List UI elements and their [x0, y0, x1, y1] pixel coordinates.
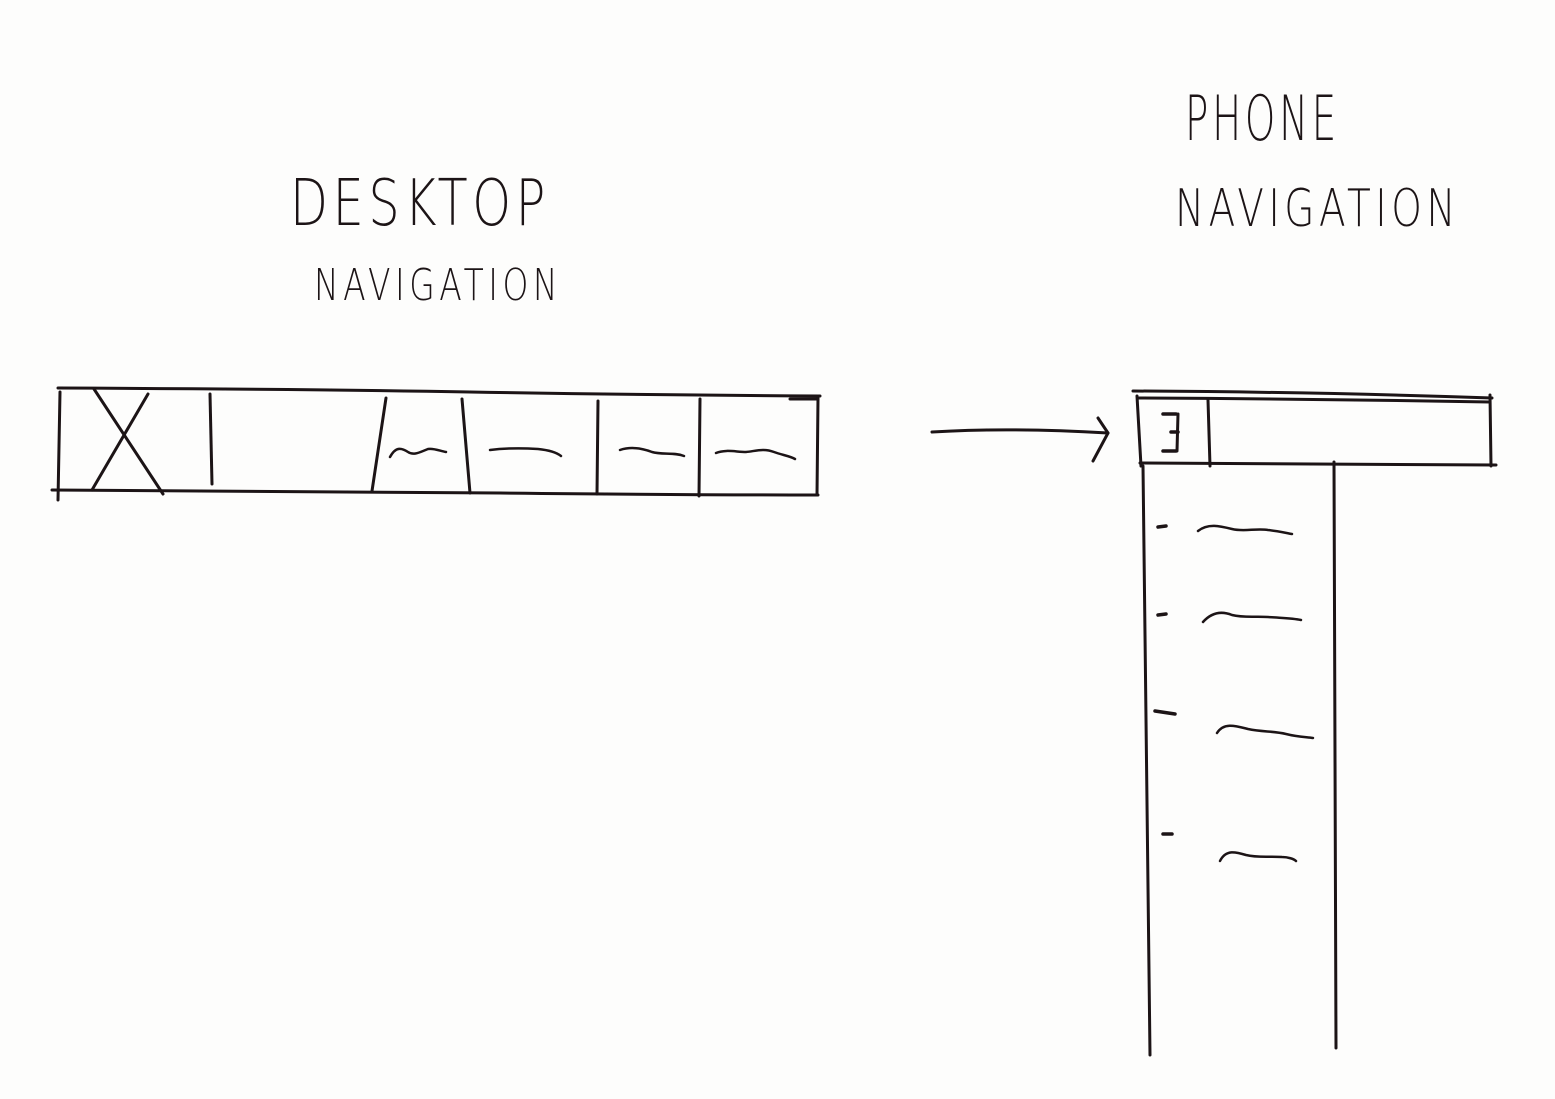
arrow-head — [1091, 416, 1110, 463]
nav-item-1[interactable] — [388, 447, 448, 459]
nav-item-3[interactable] — [618, 446, 686, 458]
phone-menu-item-3[interactable] — [1153, 709, 1315, 740]
x-icon — [90, 387, 165, 496]
nav-item-2-label — [488, 447, 563, 458]
phone-nav-bottom-edge — [1138, 461, 1498, 467]
menu-toggle-button[interactable] — [1161, 398, 1212, 468]
phone-menu-item-3-label — [1215, 724, 1315, 740]
nav-item-4[interactable] — [714, 448, 797, 461]
desktop-nav-top-edge — [56, 386, 822, 398]
nav-item-3-label — [618, 446, 686, 458]
phone-menu-item-3-bullet — [1153, 709, 1177, 716]
menu-toggle-divider — [1206, 398, 1212, 468]
dropdown-right-edge — [1332, 460, 1338, 1050]
phone-nav-top-edge — [1131, 389, 1494, 400]
phone-menu-item-2[interactable] — [1156, 611, 1303, 624]
phone-menu-item-4[interactable] — [1161, 832, 1298, 863]
phone-nav-bar — [1131, 389, 1498, 468]
phone-menu-item-1-bullet — [1156, 524, 1168, 529]
desktop-nav-left-edge — [56, 390, 62, 502]
phone-title-line2: NAVIGATION — [1175, 179, 1460, 239]
nav-item-divider-2 — [460, 397, 472, 495]
desktop-title-line2: NAVIGATION — [314, 260, 562, 311]
phone-nav-inner-top-edge — [1136, 396, 1492, 404]
desktop-title-line1: DESKTOP — [290, 167, 550, 241]
desktop-nav-right-edge — [815, 396, 820, 497]
phone-menu-item-4-label — [1218, 851, 1298, 863]
arrow-right-icon — [930, 416, 1110, 463]
nav-item-divider-4 — [697, 397, 702, 498]
nav-item-4-label — [714, 448, 797, 461]
desktop-nav-bar — [50, 386, 822, 502]
nav-item-divider-1 — [370, 396, 388, 493]
nav-item-2[interactable] — [488, 447, 563, 458]
hamburger-icon — [1161, 412, 1180, 453]
phone-menu-item-1-label — [1196, 524, 1294, 536]
nav-item-divider-3 — [595, 399, 600, 496]
phone-menu-item-1[interactable] — [1156, 524, 1294, 536]
phone-dropdown-menu — [1141, 460, 1338, 1057]
phone-menu-item-2-bullet — [1156, 612, 1168, 617]
arrow-shaft — [930, 428, 1110, 435]
nav-item-1-label — [388, 447, 448, 459]
phone-menu-item-2-label — [1201, 611, 1303, 624]
logo-divider — [208, 392, 214, 486]
desktop-nav-bottom-edge — [50, 488, 820, 497]
dropdown-left-edge — [1141, 464, 1152, 1057]
logo-placeholder[interactable] — [90, 387, 165, 496]
phone-nav-left-edge — [1135, 394, 1143, 468]
phone-nav-right-edge — [1488, 393, 1493, 468]
phone-title-line1: PHONE — [1185, 82, 1340, 155]
